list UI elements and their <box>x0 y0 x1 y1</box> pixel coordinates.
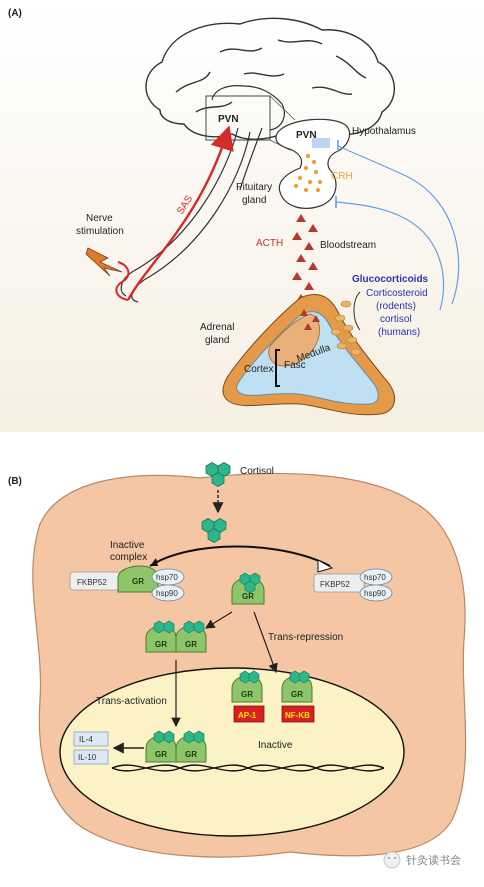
adrenal-line2: gland <box>205 335 229 346</box>
glucocorticoid-bracket <box>353 291 361 331</box>
bloodstream-label: Bloodstream <box>320 240 376 251</box>
il4-box <box>73 731 109 747</box>
wechat-icon <box>383 851 401 869</box>
zoom-line-top <box>269 95 296 121</box>
panel-b: (B) Cortisol Inactive complex <box>8 462 467 869</box>
gr-dimer-nucleus <box>145 730 207 763</box>
panel-a: (A) PVN SAS Nerve stimulation <box>0 0 484 432</box>
crh-dots <box>293 153 323 193</box>
rodents-label: (rodents) <box>376 301 416 312</box>
dna-strand <box>111 764 385 772</box>
gr-ap1-complex <box>231 670 265 723</box>
nerve-stimulation-line2: stimulation <box>76 226 124 237</box>
inactive-complex-line2: complex <box>110 552 147 563</box>
cortisol-humans-label: cortisol <box>380 314 412 325</box>
fkbp52-left-label: FKBP52 <box>77 578 107 587</box>
pituitary-line1: Pituitary <box>236 182 272 193</box>
gr-nucleus-2-label: GR <box>185 750 197 759</box>
il4-label: IL-4 <box>79 735 93 744</box>
feedback-line-pituitary <box>335 201 445 311</box>
il10-box <box>73 749 109 765</box>
cortisol-label: Cortisol <box>240 466 274 477</box>
crh-label: CRH <box>331 171 353 182</box>
fasc-bracket <box>275 349 280 387</box>
pvn-hypothalamus-label: PVN <box>296 130 317 141</box>
gr-ap1-label: GR <box>241 690 253 699</box>
inactive-complex-left <box>69 565 185 602</box>
panel-b-label: (B) <box>8 476 22 487</box>
ap1-label: AP-1 <box>238 711 257 720</box>
watermark-text: 针灸读书会 <box>406 853 461 867</box>
hsp90-right-label: hsp90 <box>364 589 386 598</box>
hsp90-left-label: hsp90 <box>156 589 178 598</box>
sas-pathway-arrow <box>126 125 234 301</box>
cortex-label: Cortex <box>244 364 273 375</box>
lightning-icon <box>85 247 123 277</box>
nerve-loop <box>115 261 130 301</box>
hsp70-left-label: hsp70 <box>156 573 178 582</box>
gr-dimer-2-label: GR <box>185 640 197 649</box>
gr-dimer-cytoplasm <box>145 620 207 653</box>
hsp70-right-label: hsp70 <box>364 573 386 582</box>
cortisol-molecule-icon <box>205 462 231 487</box>
inactive-complex-line1: Inactive <box>110 540 145 551</box>
nfkb-label: NF-KB <box>285 711 310 720</box>
watermark: 针灸读书会 <box>383 851 461 869</box>
acth-in-adrenal <box>300 309 320 330</box>
glucocorticoid-particles <box>330 300 362 356</box>
exchange-arc <box>149 545 331 567</box>
adrenal-line1: Adrenal <box>200 322 234 333</box>
inactive-complex-right <box>313 568 393 602</box>
gr-dimer-1-label: GR <box>155 640 167 649</box>
il10-label: IL-10 <box>78 753 97 762</box>
corticosteroid-label: Corticosteroid <box>366 288 428 299</box>
trans-activation-label: Trans-activation <box>96 696 167 707</box>
dimerization-arrow <box>204 611 233 629</box>
fkbp52-right-label: FKBP52 <box>320 580 350 589</box>
pituitary-line2: gland <box>242 195 266 206</box>
gr-nfkb-complex <box>281 670 315 723</box>
gr-complex-label: GR <box>132 577 144 586</box>
inactive-label: Inactive <box>258 740 293 751</box>
trans-repression-label: Trans-repression <box>268 632 343 643</box>
cortisol-molecule-cytoplasm-icon <box>201 518 227 543</box>
gr-nucleus-1-label: GR <box>155 750 167 759</box>
glucocorticoids-label: Glucocorticoids <box>352 274 429 285</box>
pvn-highlight-box <box>205 95 271 141</box>
hypothalamus-label: Hypothalamus <box>352 126 416 137</box>
humans-label: (humans) <box>378 327 420 338</box>
gr-nfkb-label: GR <box>291 690 303 699</box>
acth-label: ACTH <box>256 238 283 249</box>
trans-repression-arrow <box>253 611 278 674</box>
feedback-line-hypothalamus <box>337 145 460 305</box>
fasc-label: Fasc <box>284 360 306 371</box>
gr-free-label: GR <box>242 592 254 601</box>
nucleus <box>59 667 405 837</box>
nerve-stimulation-line1: Nerve <box>86 213 113 224</box>
gr-free <box>231 572 265 605</box>
pvn-brain-label: PVN <box>218 114 239 125</box>
panel-a-label: (A) <box>8 8 22 19</box>
